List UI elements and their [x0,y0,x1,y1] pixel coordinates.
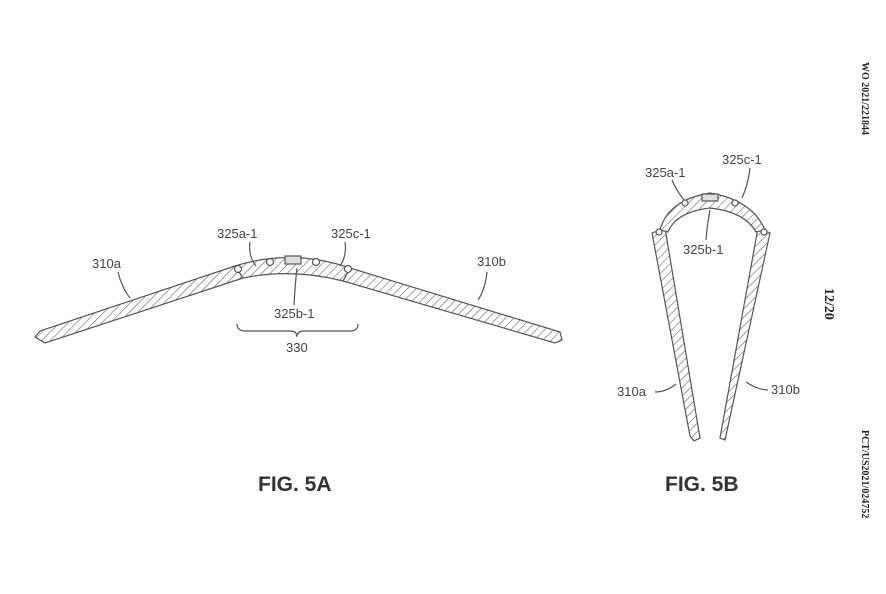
label-325c-1: 325c-1 [722,152,762,167]
brace-330 [236,323,359,338]
panel-310b [719,227,771,441]
application-number: PCT/US2021/024752 [859,430,870,519]
label-325a-1: 325a-1 [217,226,257,241]
sheet-number: 12/20 [821,288,836,320]
fig-5a-drawing [34,241,563,344]
panel-310b [342,267,563,344]
label-325a-1: 325a-1 [645,165,685,180]
caption-fig-5b: FIG. 5B [665,473,739,496]
label-325b-1: 325b-1 [274,306,314,321]
publication-number: WO 2021/221844 [859,62,870,136]
caption-fig-5a: FIG. 5A [258,473,332,496]
label-325c-1: 325c-1 [331,226,371,241]
label-310a: 310a [92,256,122,271]
label-325b-1: 325b-1 [683,242,723,257]
panel-310a [651,227,701,442]
hinge-assembly-330 [234,256,351,282]
label-310b: 310b [477,254,506,269]
panel-310a [34,265,244,344]
fig-5b-drawing [651,167,771,442]
label-310b: 310b [771,382,800,397]
label-310a: 310a [617,384,647,399]
label-330: 330 [286,340,308,355]
